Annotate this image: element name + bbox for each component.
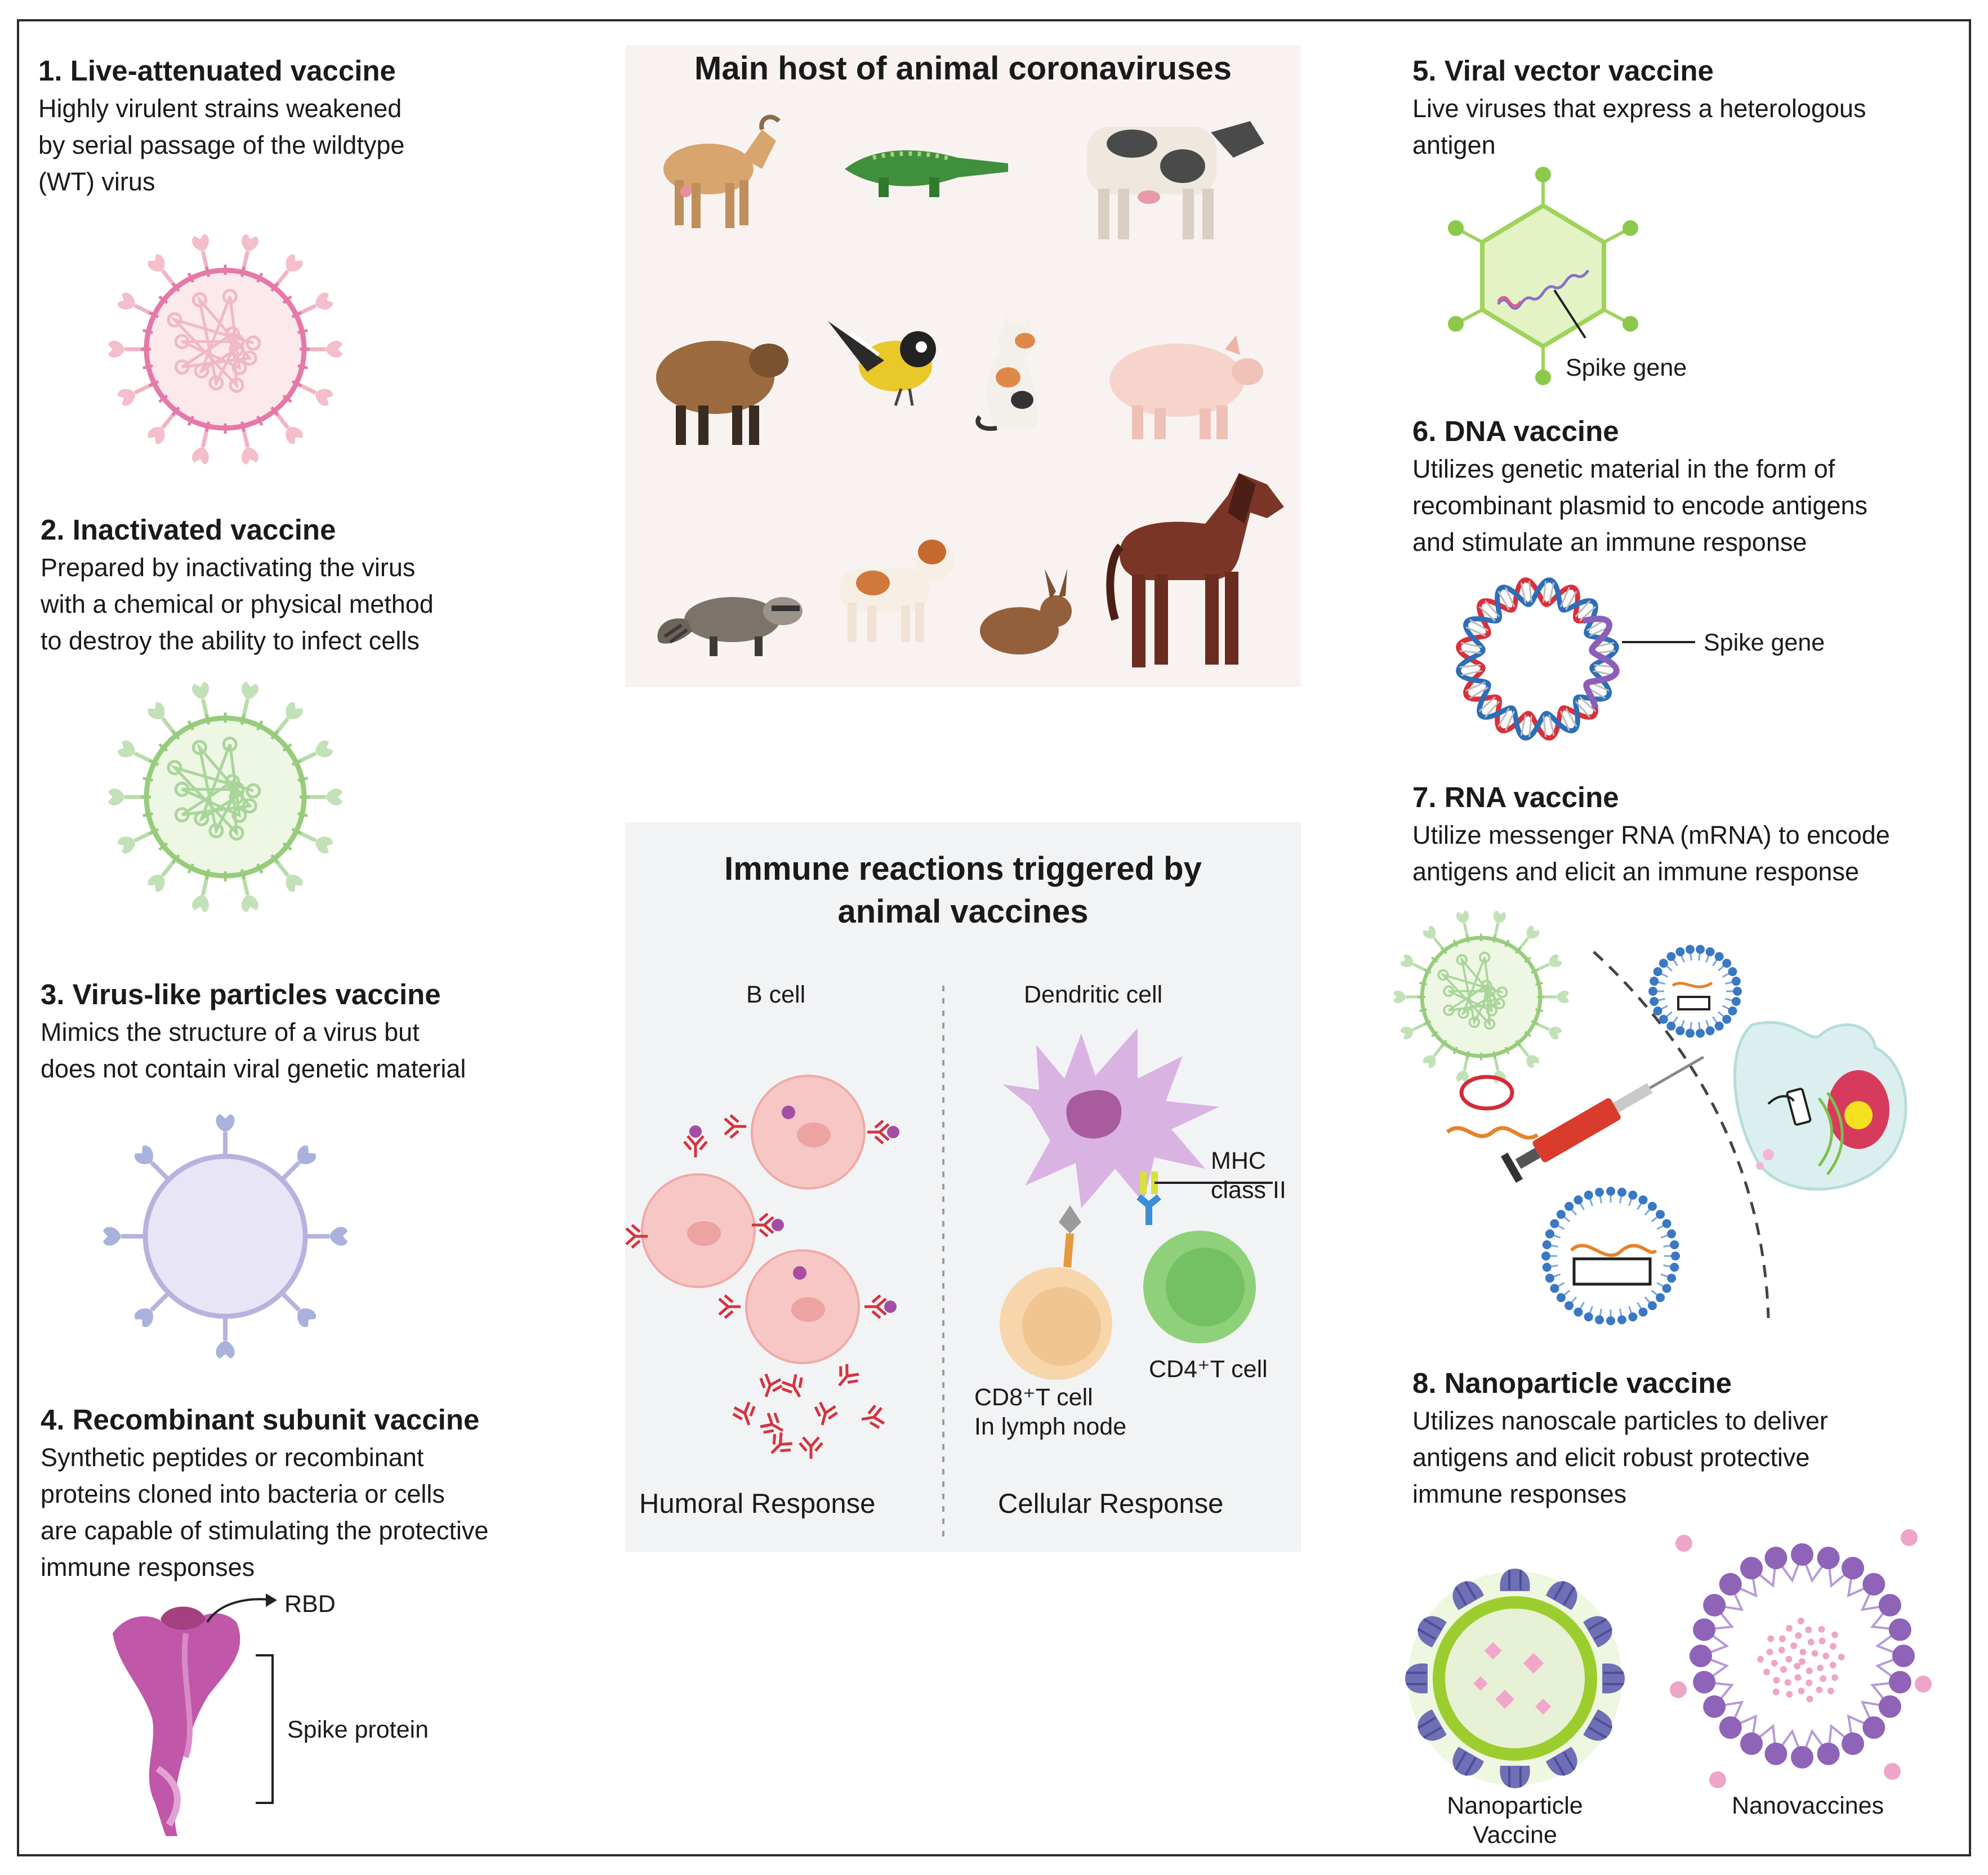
text-line: Utilizes genetic material in the form of — [1412, 455, 1835, 483]
section-5-title: 5. Viral vector vaccine — [1412, 55, 1714, 87]
section-4-title: 4. Recombinant subunit vaccine — [41, 1404, 480, 1436]
text-line: Mimics the structure of a virus but — [41, 1018, 420, 1046]
dna-plasmid-icon — [1456, 577, 1620, 741]
section-1-title: 1. Live-attenuated vaccine — [38, 55, 396, 87]
text-line: immune responses — [1412, 1480, 1627, 1508]
panel-divider — [942, 986, 944, 1538]
spike-gene-label-6: Spike gene — [1704, 629, 1825, 656]
text-line: In lymph node — [974, 1413, 1127, 1440]
dendritic-cell-icon — [1002, 1028, 1219, 1208]
cd8-t-cell-icon — [1000, 1267, 1112, 1380]
section-1-text: Highly virulent strains weakened by seri… — [38, 90, 404, 200]
pig-icon — [1109, 335, 1263, 439]
goat-icon — [663, 114, 781, 228]
spike-gene-label-5: Spike gene — [1566, 354, 1687, 381]
spike-protein-label: Spike protein — [287, 1716, 429, 1743]
cat-icon — [975, 315, 1038, 431]
text-line: with a chemical or physical method — [41, 590, 434, 618]
text-line: Nanoparticle — [1447, 1792, 1583, 1819]
cow-icon — [1087, 121, 1264, 239]
text-line: are capable of stimulating the protectiv… — [41, 1516, 489, 1545]
text-line: Utilizes nanoscale particles to deliver — [1412, 1406, 1828, 1435]
humoral-response-label: Humoral Response — [639, 1489, 876, 1519]
raccoon-icon — [657, 597, 803, 656]
section-7-text: Utilize messenger RNA (mRNA) to encode a… — [1412, 817, 1890, 890]
section-2-title: 2. Inactivated vaccine — [41, 514, 336, 546]
title-line: Immune reactions triggered by — [724, 850, 1202, 887]
section-3-title: 3. Virus-like particles vaccine — [41, 978, 441, 1010]
text-line: and stimulate an immune response — [1412, 528, 1807, 556]
text-line: immune responses — [41, 1553, 255, 1582]
text-line: CD8⁺T cell — [974, 1384, 1093, 1411]
live-attenuated-virus-icon — [108, 234, 342, 465]
cd4-t-cell-label: CD4⁺T cell — [1149, 1356, 1268, 1383]
plasmid-pointer-line — [1622, 641, 1695, 643]
text-line: by serial passage of the wildtype — [38, 131, 405, 159]
hosts-panel: Main host of animal coronaviruses — [625, 45, 1301, 687]
mhc-pointer-line — [1155, 1182, 1273, 1184]
title-line: animal vaccines — [837, 893, 1089, 930]
b-cell-label: B cell — [746, 981, 806, 1008]
cd4-t-cell-icon — [1143, 1231, 1256, 1343]
section-8-text: Utilizes nanoscale particles to deliver … — [1412, 1402, 1828, 1512]
sheep-icon — [656, 341, 788, 445]
dog-icon — [839, 540, 955, 642]
bird-icon — [828, 321, 936, 406]
inactivated-virus-icon — [108, 682, 342, 912]
text-line: class II — [1211, 1177, 1286, 1204]
text-line: Synthetic peptides or recombinant — [41, 1443, 424, 1472]
rna-source-virus-icon — [1393, 910, 1569, 1084]
text-line: does not contain viral genetic material — [41, 1054, 466, 1083]
section-5-text: Live viruses that express a heterologous… — [1412, 90, 1866, 163]
section-8-title: 8. Nanoparticle vaccine — [1412, 1367, 1732, 1399]
viral-vector-icon — [1448, 167, 1638, 385]
cellular-response-label: Cellular Response — [998, 1489, 1224, 1519]
text-line: (WT) virus — [38, 167, 155, 196]
horse-icon — [1106, 473, 1284, 667]
nanoparticle-vaccine-label: Nanoparticle Vaccine — [1442, 1791, 1588, 1850]
spike-protein-icon — [113, 1606, 240, 1836]
section-6-title: 6. DNA vaccine — [1412, 415, 1619, 447]
text-line: MHC — [1211, 1147, 1266, 1174]
dendritic-cell-label: Dendritic cell — [1024, 981, 1163, 1008]
b-cells-illustration — [625, 1075, 899, 1459]
text-line: recombinant plasmid to encode antigens — [1412, 491, 1868, 520]
text-line: antigen — [1412, 131, 1496, 159]
rbd-arrow-icon — [206, 1593, 277, 1623]
rna-illustration — [1446, 945, 1907, 1325]
nanoparticle-vaccine-icon — [1405, 1569, 1625, 1788]
rabbit-icon — [980, 569, 1072, 654]
text-line: antigens and elicit an immune response — [1412, 857, 1859, 886]
text-line: Vaccine — [1473, 1821, 1557, 1849]
section-3-text: Mimics the structure of a virus but does… — [41, 1014, 466, 1087]
text-line: Utilize messenger RNA (mRNA) to encode — [1412, 821, 1890, 849]
immune-title: Immune reactions triggered by animal vac… — [625, 848, 1301, 933]
immune-panel: Immune reactions triggered by animal vac… — [625, 822, 1301, 1552]
cd8-t-cell-label: CD8⁺T cell In lymph node — [974, 1383, 1126, 1441]
section-4-text: Synthetic peptides or recombinant protei… — [41, 1439, 488, 1585]
text-line: Prepared by inactivating the virus — [41, 553, 416, 582]
section-7-title: 7. RNA vaccine — [1412, 781, 1619, 813]
hosts-title: Main host of animal coronaviruses — [694, 50, 1232, 87]
section-6-text: Utilizes genetic material in the form of… — [1412, 451, 1867, 560]
rbd-label: RBD — [284, 1591, 336, 1618]
text-line: to destroy the ability to infect cells — [41, 626, 420, 655]
crocodile-icon — [845, 150, 1008, 197]
text-line: Live viruses that express a heterologous — [1412, 94, 1866, 123]
section-2-text: Prepared by inactivating the virus with … — [41, 549, 434, 659]
spike-bracket — [256, 1654, 274, 1804]
text-line: proteins cloned into bacteria or cells — [41, 1480, 445, 1508]
nanovaccine-icon — [1670, 1529, 1932, 1788]
text-line: Highly virulent strains weakened — [38, 94, 402, 123]
cd8-receptor-icon — [1059, 1205, 1081, 1268]
mhc-class-ii-label: MHC class II — [1211, 1146, 1286, 1205]
text-line: antigens and elicit robust protective — [1412, 1443, 1810, 1472]
nanovaccines-label: Nanovaccines — [1732, 1792, 1884, 1819]
virus-like-particle-icon — [103, 1114, 347, 1359]
